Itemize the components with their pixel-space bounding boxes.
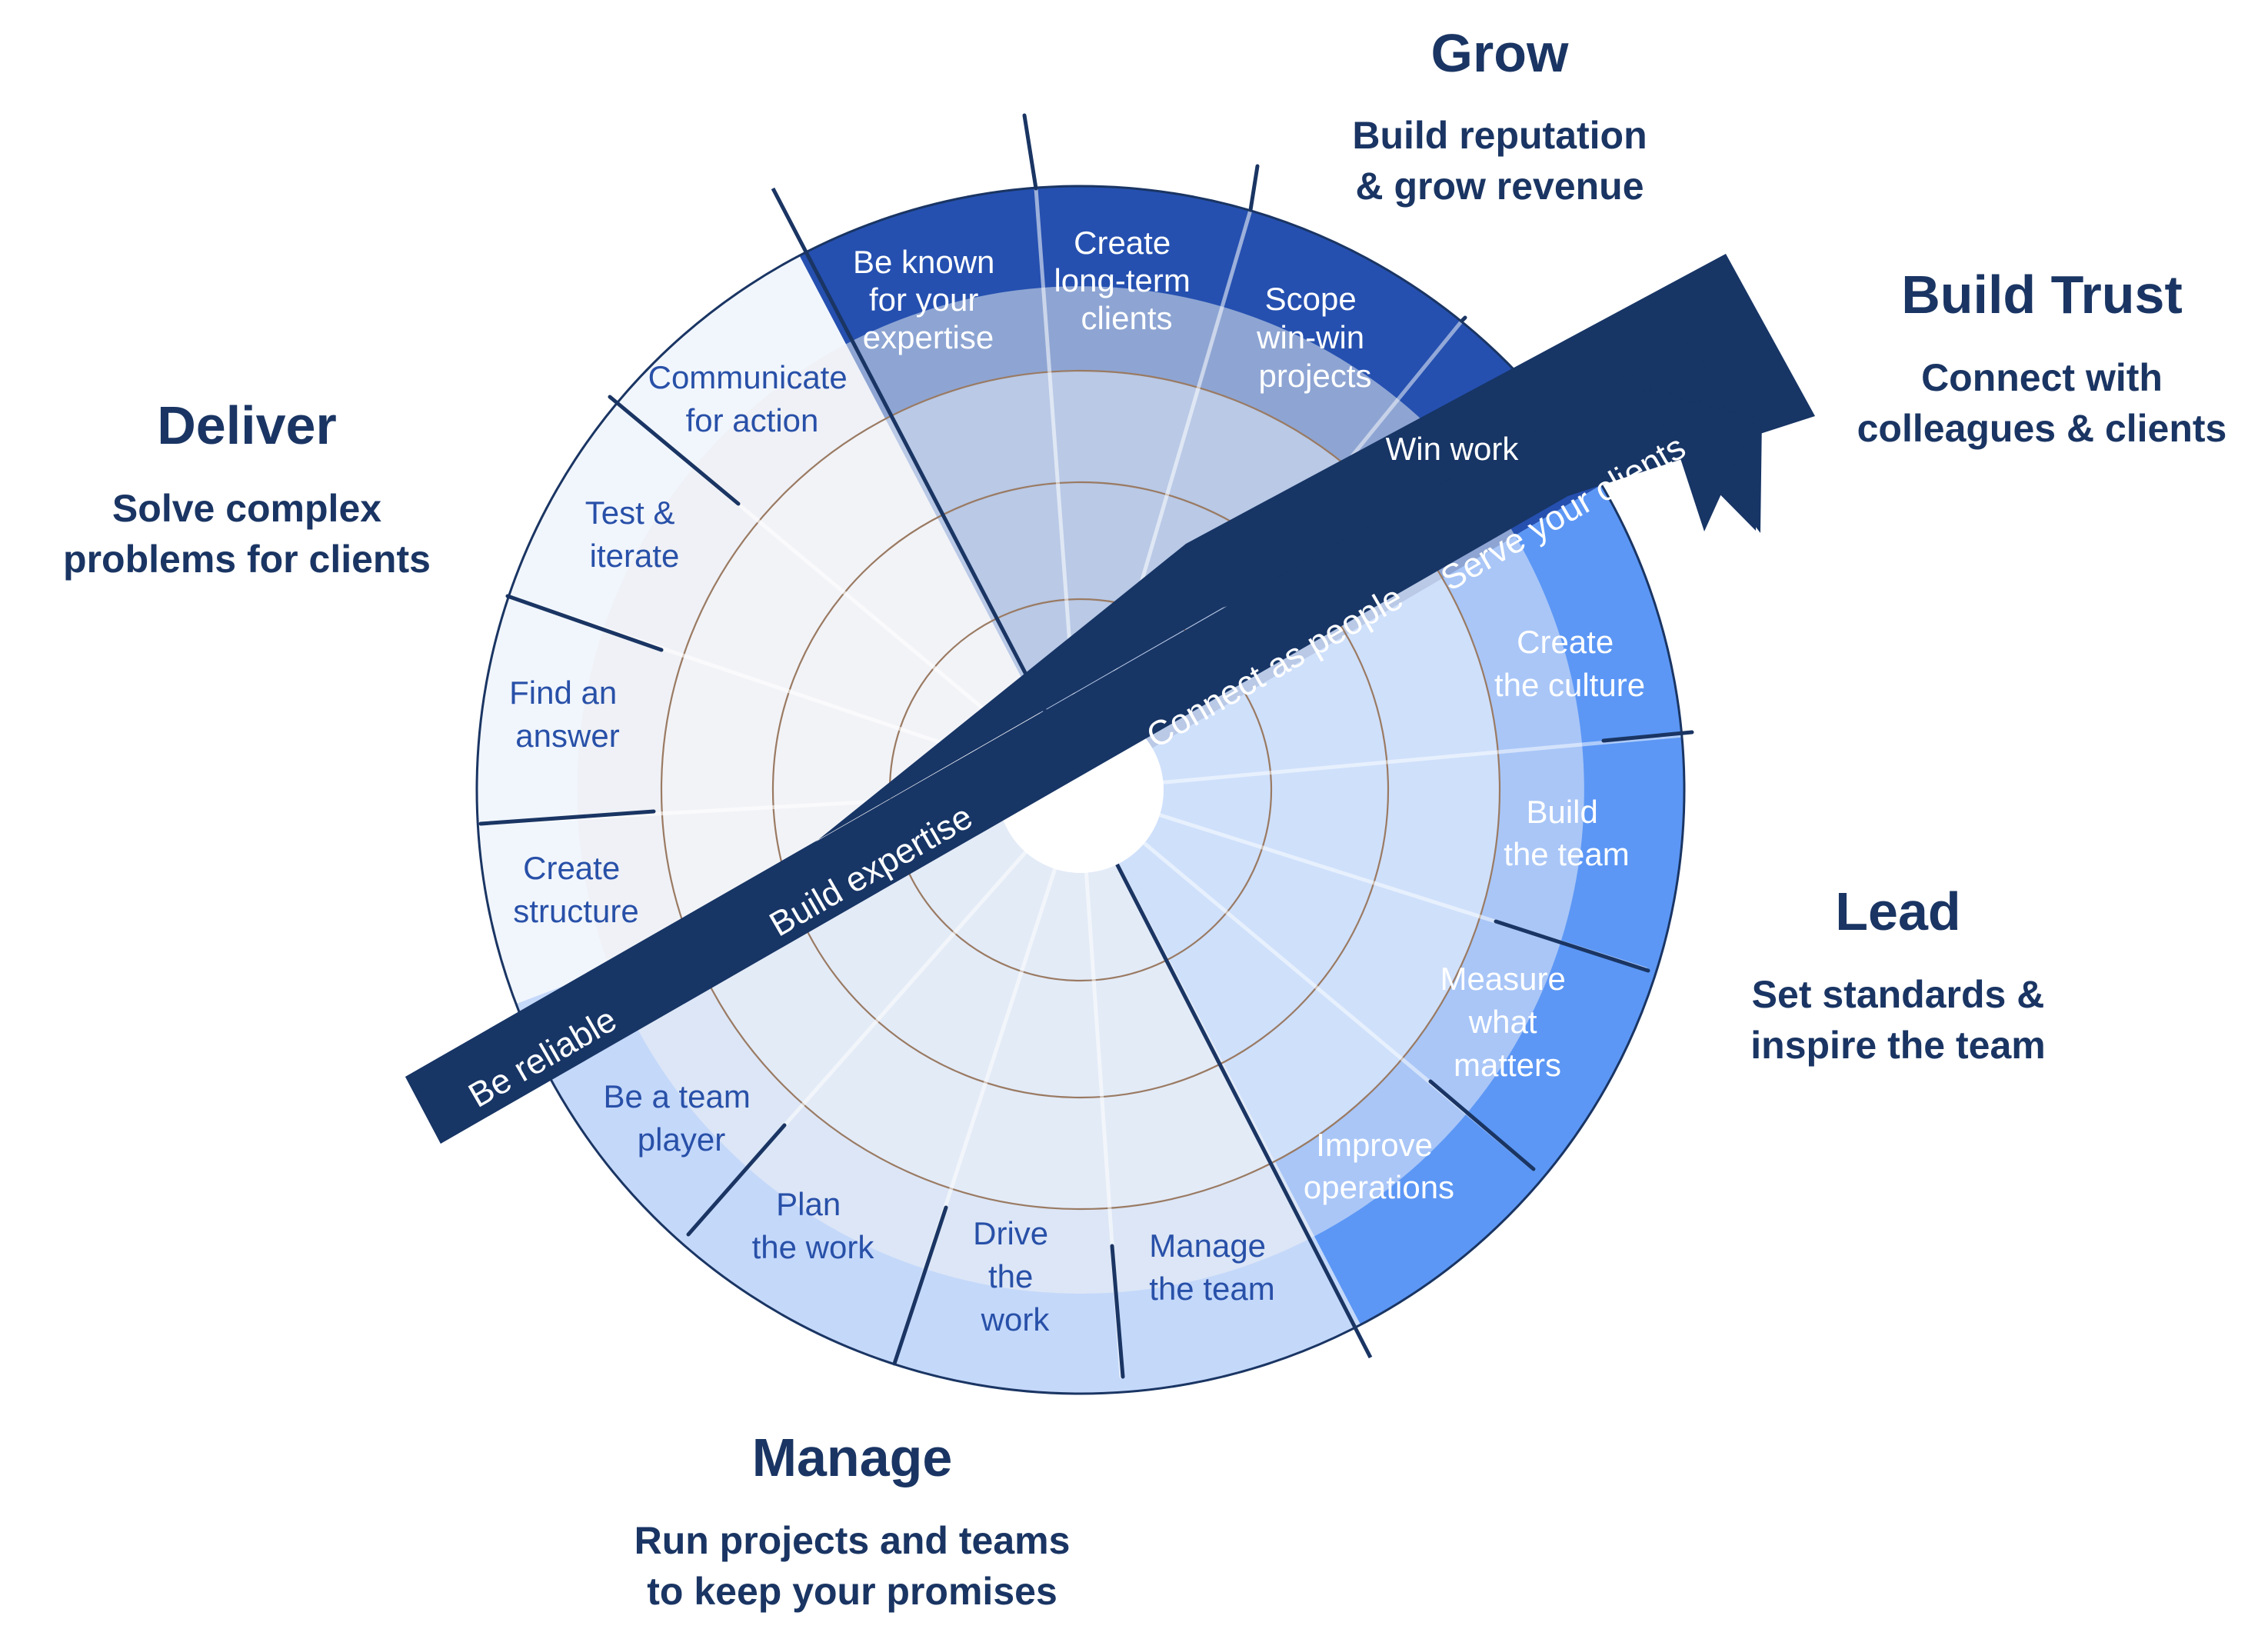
manage-items: Be a team player Plan the work Drive the… (603, 1078, 1274, 1338)
lead-subtitle-line2: inspire the team (1750, 1024, 2045, 1067)
build-trust-subtitle-line2: colleagues & clients (1857, 407, 2227, 450)
grow-items: Be known for your expertise Create long-… (853, 225, 1519, 467)
item-communicate-for-action: Communicate for action (648, 359, 857, 438)
heading-build-trust: Build Trust Connect with colleagues & cl… (1857, 265, 2227, 450)
lead-title: Lead (1835, 881, 1960, 941)
arrow-band (405, 340, 1726, 1144)
arrow-tip (1649, 388, 1762, 533)
grow-subtitle-line1: Build reputation (1352, 114, 1647, 157)
arrow-tip-main (1643, 388, 1755, 531)
lead-items: Create the culture Build the team Measur… (1304, 624, 1645, 1205)
item-drive-the-work: Drive the work (973, 1215, 1057, 1338)
deliver-title: Deliver (157, 395, 336, 455)
build-trust-subtitle-line1: Connect with (1921, 356, 2163, 399)
item-create-long-term-clients: Create long-term clients (1054, 225, 1199, 336)
deliver-subtitle-line1: Solve complex (112, 487, 381, 530)
build-trust-title: Build Trust (1901, 265, 2183, 325)
lead-manage-divider (1097, 829, 1373, 1359)
item-measure-what-matters: Measure what matters (1440, 961, 1574, 1083)
grow-deliver-divider (771, 187, 1064, 744)
grow-title: Grow (1431, 23, 1569, 83)
grow-subtitle-line2: & grow revenue (1355, 165, 1644, 208)
item-win-work: Win work (1386, 431, 1520, 467)
item-plan-the-work: Plan the work (752, 1186, 875, 1265)
item-build-the-team: Build the team (1504, 794, 1629, 872)
deliver-subtitle-line2: problems for clients (63, 538, 431, 581)
lead-subtitle-line1: Set standards & (1752, 973, 2045, 1016)
item-be-known: Be known for your expertise (853, 244, 1004, 355)
item-scope-win-win-projects: Scope win-win projects (1256, 281, 1374, 394)
manage-title: Manage (752, 1427, 953, 1487)
heading-grow: Grow Build reputation & grow revenue (1352, 23, 1647, 208)
item-manage-the-team: Manage the team (1149, 1228, 1274, 1307)
item-test-and-iterate: Test & iterate (585, 495, 684, 574)
item-create-structure: Create structure (513, 850, 638, 929)
heading-deliver: Deliver Solve complex problems for clien… (63, 395, 431, 581)
item-improve-operations: Improve operations (1304, 1127, 1454, 1205)
heading-lead: Lead Set standards & inspire the team (1750, 881, 2045, 1067)
manage-subtitle-line1: Run projects and teams (634, 1519, 1071, 1562)
heading-manage: Manage Run projects and teams to keep yo… (634, 1427, 1071, 1613)
wheel-outline (475, 185, 1686, 1395)
item-be-a-team-player: Be a team player (603, 1078, 759, 1158)
item-create-the-culture: Create the culture (1494, 624, 1645, 703)
manage-subtitle-line2: to keep your promises (647, 1570, 1057, 1613)
deliver-items: Communicate for action Test & iterate Fi… (509, 359, 857, 929)
item-find-an-answer: Find an answer (509, 675, 626, 754)
